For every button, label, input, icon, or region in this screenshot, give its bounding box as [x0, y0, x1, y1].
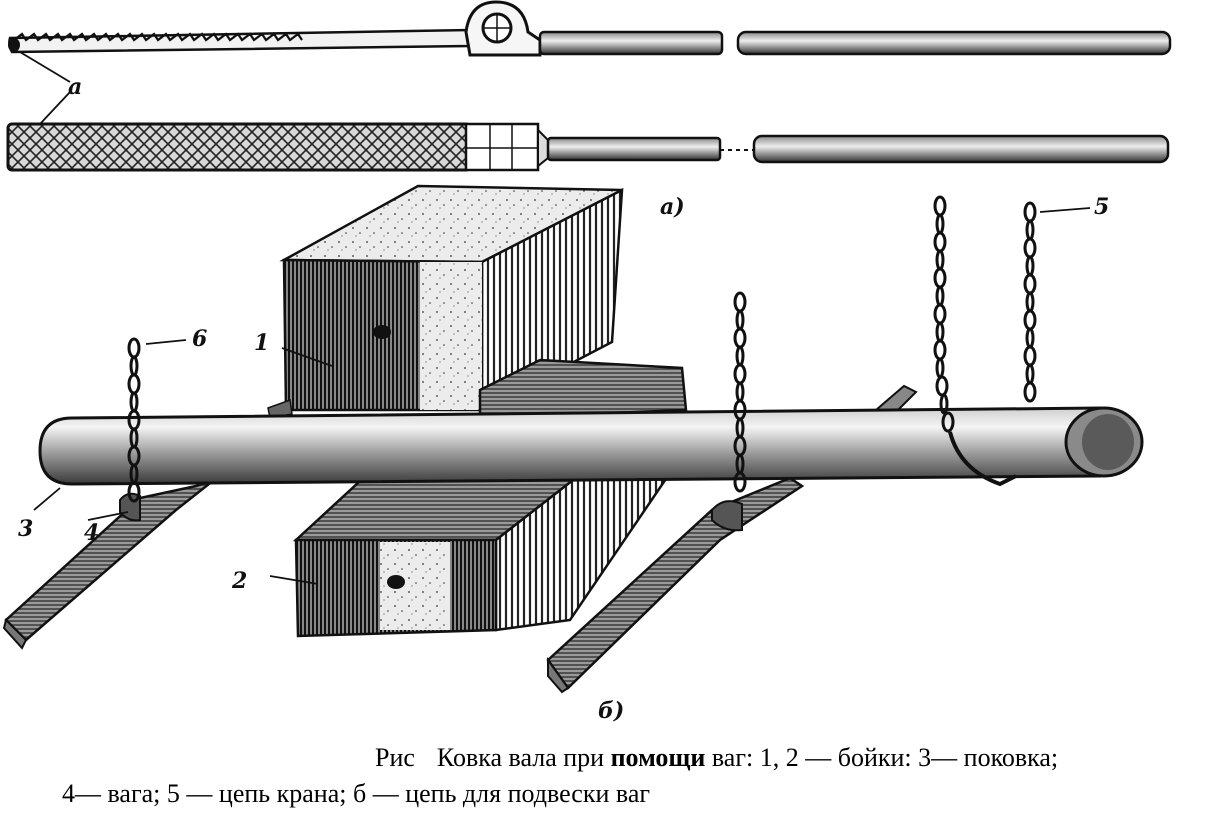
label-3: 3	[18, 516, 33, 542]
label-1: 1	[254, 330, 269, 356]
caption-line-1: Рис Ковка вала при помощи ваг: 1, 2 — бой…	[375, 740, 1058, 776]
label-6: 6	[192, 326, 207, 352]
knurled-tool	[6, 122, 1170, 172]
label-4: 4	[84, 520, 99, 546]
top-die	[279, 184, 624, 413]
lever-left	[2, 478, 215, 650]
label-part-b: б)	[598, 698, 624, 724]
caption-bold-word: помощи	[610, 743, 706, 772]
chain-sling	[933, 195, 1017, 487]
lever-right	[546, 476, 805, 694]
serrated-tool	[8, 0, 1172, 57]
label-a-parts: а	[68, 74, 82, 100]
bottom-die	[292, 358, 688, 638]
label-5: 5	[1094, 194, 1109, 220]
label-part-a: а)	[660, 194, 685, 220]
caption-text-start: Ковка вала при	[436, 743, 611, 772]
caption-prefix: Рис	[375, 743, 415, 772]
forging-illustration: а а)	[2, 0, 1172, 724]
caption-text-end: ваг: 1, 2 — бойки: 3— поковка;	[705, 743, 1059, 772]
tool-teeth	[13, 32, 303, 42]
chain-mid	[733, 291, 747, 493]
chain-5	[1023, 201, 1037, 403]
chain-6	[127, 337, 141, 503]
caption-line-2: 4— вага; 5 — цепь крана; б — цепь для по…	[62, 779, 651, 808]
label-2: 2	[231, 568, 247, 594]
shaft-forging	[38, 406, 1144, 486]
